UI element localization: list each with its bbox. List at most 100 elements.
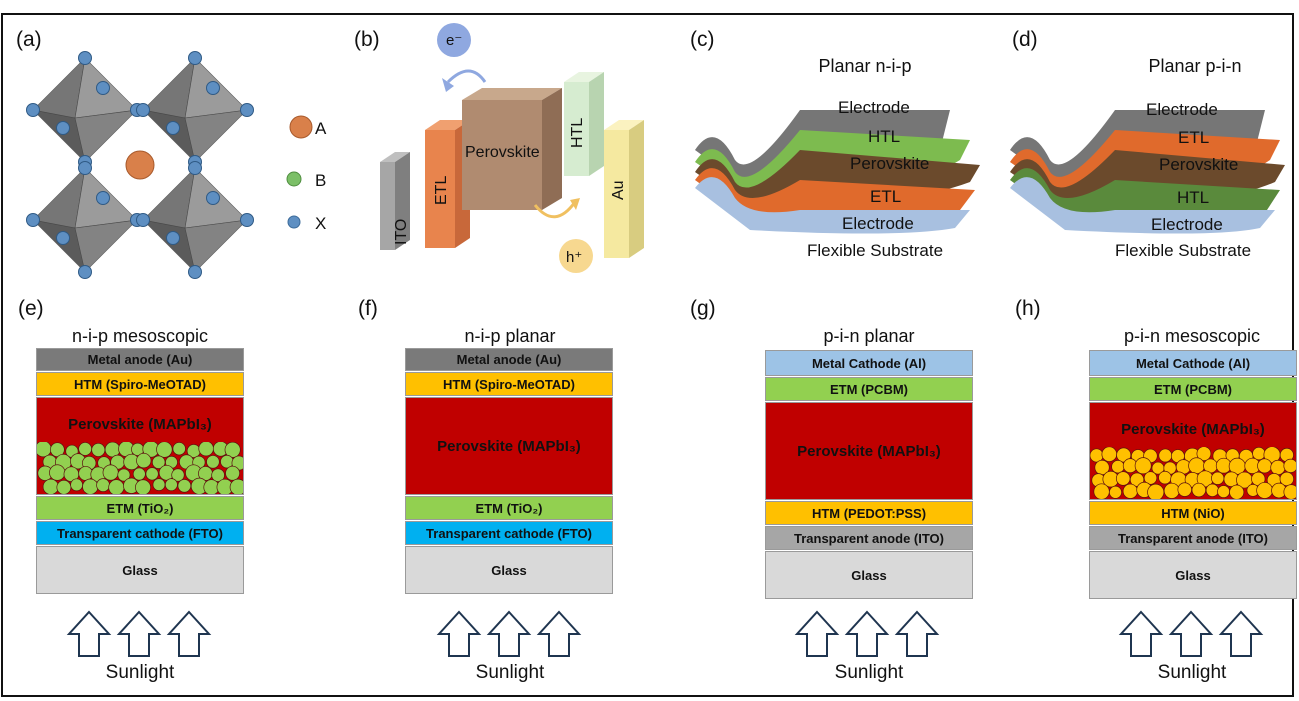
sunlight-up-arrow-icon	[436, 610, 482, 657]
g-layer-3-text: HTM (PEDOT:PSS)	[811, 505, 927, 521]
e-layer-4: Transparent cathode (FTO)	[36, 521, 244, 545]
g-layer-2: Perovskite (MAPbI₃)	[765, 402, 973, 500]
sunlight-up-arrow-icon	[1118, 610, 1164, 657]
g-layer-5: Glass	[765, 551, 973, 599]
au-block	[604, 130, 629, 258]
stack-g: Metal Cathode (Al) ETM (PCBM) Perovskite (…	[765, 350, 973, 600]
sunlight-up-arrow-icon	[166, 610, 212, 657]
h-layer-3-text: HTM (NiO)	[1161, 505, 1225, 521]
h-layer-1-text: ETM (PCBM)	[1154, 381, 1232, 397]
d-layer-4-text: Electrode	[1151, 215, 1223, 234]
panel-e-label: (e)	[18, 297, 44, 320]
perovskite-block	[462, 100, 542, 210]
x-site-anion	[188, 51, 202, 65]
d-layer-2-text: Perovskite	[1159, 155, 1238, 174]
x-site-anion	[166, 231, 180, 245]
c-layer-0-text: Electrode	[838, 98, 910, 117]
hole-arrow-icon	[533, 201, 577, 219]
e-layer-5-text: Glass	[122, 562, 158, 578]
h-layer-4: Transparent anode (ITO)	[1089, 526, 1297, 550]
panel-d-label: (d)	[1012, 28, 1038, 51]
panel-h-sunlight: Sunlight	[1157, 662, 1227, 683]
sunlight-arrows-f	[436, 610, 582, 657]
legend-x-text: X	[315, 214, 326, 233]
etl-text: ETL	[433, 176, 450, 205]
e-layer-4-text: Transparent cathode (FTO)	[57, 525, 223, 541]
c-etl-shape	[695, 168, 975, 220]
f-layer-3: ETM (TiO₂)	[405, 496, 613, 520]
sunlight-up-arrow-icon	[536, 610, 582, 657]
x-site-anion	[96, 191, 110, 205]
x-site-anion	[26, 213, 40, 227]
electron-label: e⁻	[446, 32, 462, 49]
panel-a-label: (a)	[16, 28, 42, 51]
f-layer-0: Metal anode (Au)	[405, 348, 613, 371]
x-site-anion	[188, 265, 202, 279]
g-layer-3: HTM (PEDOT:PSS)	[765, 501, 973, 525]
ito-block	[380, 162, 395, 250]
octahedron-face	[74, 219, 138, 273]
panel-c-title: Planar n-i-p	[818, 56, 912, 76]
c-layer-5-text: Flexible Substrate	[807, 241, 943, 260]
g-layer-0: Metal Cathode (Al)	[765, 350, 973, 376]
x-site-anion	[240, 213, 254, 227]
electron-arrow-icon	[446, 69, 487, 84]
panel-h-title: p-i-n mesoscopic	[1123, 326, 1261, 346]
f-layer-5-text: Glass	[491, 562, 527, 578]
g-layer-4: Transparent anode (ITO)	[765, 526, 973, 550]
c-electrode-bottom-shape	[695, 177, 970, 234]
stack-h: Metal Cathode (Al) ETM (PCBM) Perovskite (…	[1089, 350, 1297, 600]
flexible-nip-stack: Electrode HTL Perovskite ETL Electrode F…	[695, 98, 980, 260]
panel-g-sunlight: Sunlight	[834, 662, 904, 683]
x-site-anion	[188, 161, 202, 175]
e-layer-2-text: Perovskite (MAPbI₃)	[68, 416, 212, 433]
d-htl-shape	[1010, 168, 1280, 220]
sunlight-up-arrow-icon	[794, 610, 840, 657]
d-layer-3-text: HTL	[1177, 188, 1209, 207]
electron-circle	[437, 23, 471, 57]
h-layer-0: Metal Cathode (Al)	[1089, 350, 1297, 376]
flexible-pin-stack: Electrode ETL Perovskite HTL Electrode F…	[1010, 100, 1285, 260]
h-layer-3: HTM (NiO)	[1089, 501, 1297, 525]
g-layer-5-text: Glass	[851, 567, 887, 583]
legend-x-marker	[287, 215, 301, 229]
d-layer-0-text: Electrode	[1146, 100, 1218, 119]
sunlight-up-arrow-icon	[116, 610, 162, 657]
e-layer-3: ETM (TiO₂)	[36, 496, 244, 520]
panel-f-sunlight: Sunlight	[475, 662, 545, 683]
panel-e-title: n-i-p mesoscopic	[71, 326, 209, 346]
x-site-anion	[206, 191, 220, 205]
d-electrode-bottom-shape	[1010, 177, 1275, 234]
f-layer-4: Transparent cathode (FTO)	[405, 521, 613, 545]
g-layer-1: ETM (PCBM)	[765, 377, 973, 401]
e-layer-0: Metal anode (Au)	[36, 348, 244, 371]
e-layer-1: HTM (Spiro-MeOTAD)	[36, 372, 244, 396]
panel-b-label: (b)	[354, 28, 380, 51]
panel-h-label: (h)	[1015, 297, 1041, 320]
legend-b-text: B	[315, 171, 326, 190]
sunlight-arrows-g	[794, 610, 940, 657]
c-layer-4-text: Electrode	[842, 214, 914, 233]
g-layer-1-text: ETM (PCBM)	[830, 381, 908, 397]
panel-f-label: (f)	[358, 297, 378, 320]
x-site-anion	[56, 121, 70, 135]
e-layer-1-text: HTM (Spiro-MeOTAD)	[74, 376, 206, 392]
perovskite-text: Perovskite	[465, 144, 540, 161]
panel-e-sunlight: Sunlight	[105, 662, 175, 683]
sunlight-arrows-h	[1118, 610, 1264, 657]
d-layer-5-text: Flexible Substrate	[1115, 241, 1251, 260]
h-layer-2-text: Perovskite (MAPbI₃)	[1121, 421, 1265, 438]
etl-block	[425, 130, 455, 248]
h-layer-1: ETM (PCBM)	[1089, 377, 1297, 401]
x-site-anion	[78, 265, 92, 279]
c-layer-3-text: ETL	[870, 187, 901, 206]
h-layer-5-text: Glass	[1175, 567, 1211, 583]
octahedra-group	[26, 51, 254, 279]
f-layer-4-text: Transparent cathode (FTO)	[426, 525, 592, 541]
x-site-anion	[78, 161, 92, 175]
g-layer-0-text: Metal Cathode (Al)	[811, 355, 927, 371]
c-layer-2-text: Perovskite	[850, 154, 929, 173]
htl-block	[564, 82, 589, 176]
legend-a-text: A	[315, 119, 327, 138]
f-layer-3-text: ETM (TiO₂)	[475, 500, 543, 516]
